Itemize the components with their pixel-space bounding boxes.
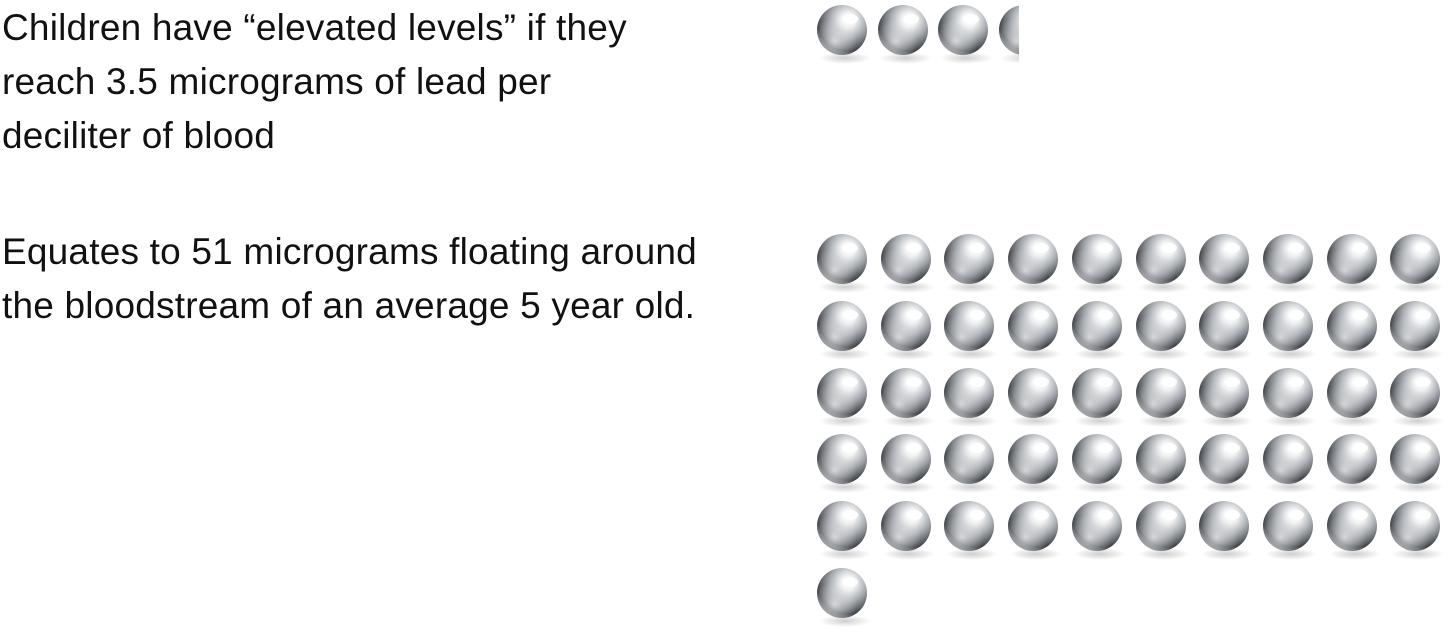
- lead-ball-icon: [1386, 498, 1450, 562]
- caption-line: Equates to 51 micrograms floating around: [2, 231, 697, 272]
- lead-ball-icon: [813, 431, 877, 495]
- lead-ball-icon: [813, 298, 877, 362]
- lead-ball-icon: [1323, 498, 1387, 562]
- lead-ball-icon: [1132, 231, 1196, 295]
- lead-ball-icon: [1259, 431, 1323, 495]
- lead-ball-icon: [877, 231, 941, 295]
- lead-ball-icon: [934, 2, 998, 66]
- lead-ball-icon: [813, 565, 877, 629]
- lead-ball-icon: [1259, 298, 1323, 362]
- lead-ball-icon: [1195, 231, 1259, 295]
- lead-ball-icon: [1068, 231, 1132, 295]
- lead-ball-icon: [1132, 498, 1196, 562]
- lead-ball-icon: [1323, 431, 1387, 495]
- lead-ball-icon: [1195, 365, 1259, 429]
- lead-ball-icon: [1386, 431, 1450, 495]
- threshold-ball-row: [813, 2, 1019, 68]
- lead-ball-icon: [1004, 431, 1068, 495]
- lead-ball-icon: [874, 2, 938, 66]
- lead-ball-icon: [940, 298, 1004, 362]
- lead-ball-icon: [813, 231, 877, 295]
- lead-ball-icon: [1259, 231, 1323, 295]
- lead-ball-icon: [1259, 365, 1323, 429]
- lead-ball-icon: [940, 431, 1004, 495]
- lead-ball-icon: [877, 431, 941, 495]
- lead-ball-icon: [1068, 365, 1132, 429]
- lead-ball-icon: [1132, 298, 1196, 362]
- lead-ball-icon: [1132, 365, 1196, 429]
- lead-ball-icon: [813, 498, 877, 562]
- lead-ball-icon: [1386, 365, 1450, 429]
- lead-ball-icon: [1068, 431, 1132, 495]
- caption-line: deciliter of blood: [2, 115, 276, 156]
- lead-ball-icon: [1004, 498, 1068, 562]
- lead-ball-icon: [1386, 298, 1450, 362]
- threshold-caption: Children have “elevated levels” if they …: [2, 1, 627, 163]
- bloodstream-ball-grid: [813, 231, 1454, 631]
- lead-ball-icon: [813, 2, 877, 66]
- lead-ball-icon: [940, 231, 1004, 295]
- lead-ball-icon: [1195, 298, 1259, 362]
- lead-ball-icon: [1004, 298, 1068, 362]
- lead-ball-icon: [1132, 431, 1196, 495]
- lead-ball-icon: [877, 365, 941, 429]
- lead-ball-icon: [1323, 231, 1387, 295]
- lead-ball-icon: [1323, 365, 1387, 429]
- lead-ball-icon: [1195, 431, 1259, 495]
- lead-ball-icon: [1386, 231, 1450, 295]
- lead-ball-icon: [1323, 298, 1387, 362]
- bloodstream-caption: Equates to 51 micrograms floating around…: [2, 225, 697, 333]
- lead-ball-icon: [1068, 298, 1132, 362]
- lead-ball-icon: [1004, 231, 1068, 295]
- lead-ball-icon: [940, 365, 1004, 429]
- lead-ball-icon: [1195, 498, 1259, 562]
- lead-ball-icon: [940, 498, 1004, 562]
- lead-ball-icon: [877, 498, 941, 562]
- lead-ball-icon: [1068, 498, 1132, 562]
- caption-line: the bloodstream of an average 5 year old…: [2, 285, 696, 326]
- caption-line: reach 3.5 micrograms of lead per: [2, 61, 552, 102]
- lead-ball-icon: [1004, 365, 1068, 429]
- lead-ball-icon: [995, 2, 1019, 66]
- caption-line: Children have “elevated levels” if they: [2, 7, 627, 48]
- lead-ball-icon: [877, 298, 941, 362]
- lead-ball-icon: [1259, 498, 1323, 562]
- lead-ball-icon: [813, 365, 877, 429]
